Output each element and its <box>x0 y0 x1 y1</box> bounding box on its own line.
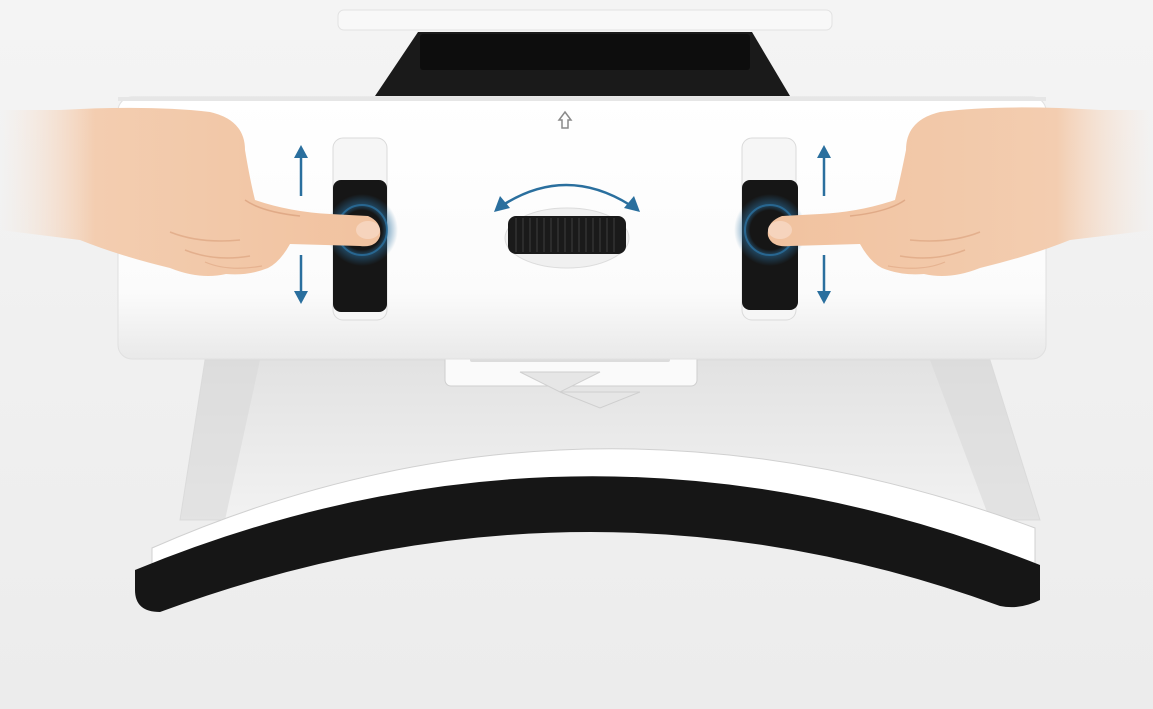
top-dark-slot <box>420 34 750 70</box>
focus-wheel[interactable] <box>505 208 629 268</box>
top-shelf <box>338 10 832 30</box>
headset-body-top-edge <box>118 97 1046 101</box>
